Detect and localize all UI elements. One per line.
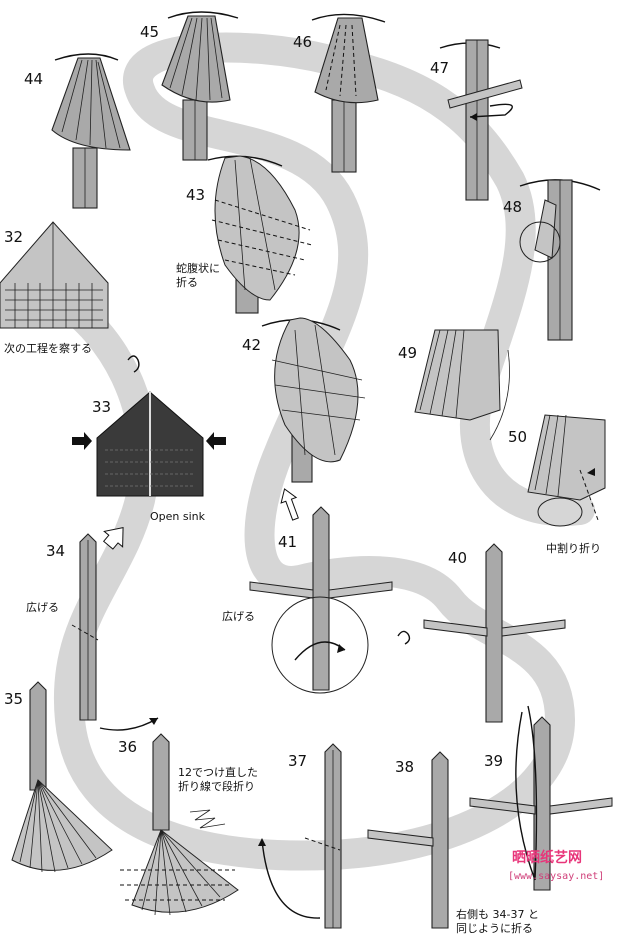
step-number-41: 41 (278, 533, 297, 551)
step-43 (207, 155, 313, 314)
watermark-url: [www.saysay.net] (508, 871, 604, 882)
step-number-43: 43 (186, 186, 205, 204)
step-number-39: 39 (484, 752, 503, 770)
step-50 (527, 414, 606, 527)
step-32 (0, 221, 109, 329)
step-label-50: 中割り折り (546, 541, 601, 555)
step-39 (469, 705, 613, 891)
step-number-42: 42 (242, 336, 261, 354)
step-number-48: 48 (503, 198, 522, 216)
step-label-33: Open sink (150, 510, 206, 523)
step-label-34: 広げる (26, 601, 59, 614)
step-44 (51, 53, 131, 209)
step-number-50: 50 (508, 428, 527, 446)
step-label-39: 右側も 34-37 と同じように折る (456, 907, 539, 935)
label-line: 折り線で段折り (178, 779, 255, 793)
label-line: 折る (176, 275, 198, 289)
push-arrow-icon (72, 432, 92, 450)
step-number-33: 33 (92, 398, 111, 416)
step-number-45: 45 (140, 23, 159, 41)
step-37 (258, 743, 342, 929)
step-number-32: 32 (4, 228, 23, 246)
step-49 (414, 329, 510, 441)
step-label-36: 12でつけ直した折り線で段折り (178, 765, 258, 793)
step-34 (71, 533, 159, 731)
step-46 (311, 13, 386, 173)
step-number-35: 35 (4, 690, 23, 708)
step-number-44: 44 (24, 70, 43, 88)
label-line: 右側も 34-37 と (456, 907, 539, 921)
step-number-37: 37 (288, 752, 307, 770)
step-33 (72, 355, 226, 550)
step-45 (161, 11, 239, 161)
step-35 (11, 681, 113, 873)
label-line: 12でつけ直した (178, 765, 258, 779)
step-number-34: 34 (46, 542, 65, 560)
step-label-41: 広げる (222, 610, 255, 623)
step-label-43: 蛇腹状に折る (176, 261, 220, 289)
step-42 (261, 317, 366, 483)
step-48 (519, 179, 601, 341)
step-40 (397, 543, 566, 723)
step-36 (120, 733, 239, 916)
step-number-36: 36 (118, 738, 137, 756)
turn-over-icon (127, 355, 140, 373)
step-number-38: 38 (395, 758, 414, 776)
push-arrow-icon (206, 432, 226, 450)
step-41 (249, 488, 393, 694)
step-47 (439, 39, 523, 201)
step-number-47: 47 (430, 59, 449, 77)
step-label-32: 次の工程を察する (4, 341, 92, 355)
step-number-46: 46 (293, 33, 312, 51)
step-number-40: 40 (448, 549, 467, 567)
label-line: 同じように折る (456, 921, 533, 935)
turn-over-icon (397, 630, 411, 645)
step-number-49: 49 (398, 344, 417, 362)
label-line: 蛇腹状に (176, 261, 220, 275)
step-38 (367, 751, 449, 929)
watermark-name: 晒晒纸艺网 (512, 849, 582, 866)
